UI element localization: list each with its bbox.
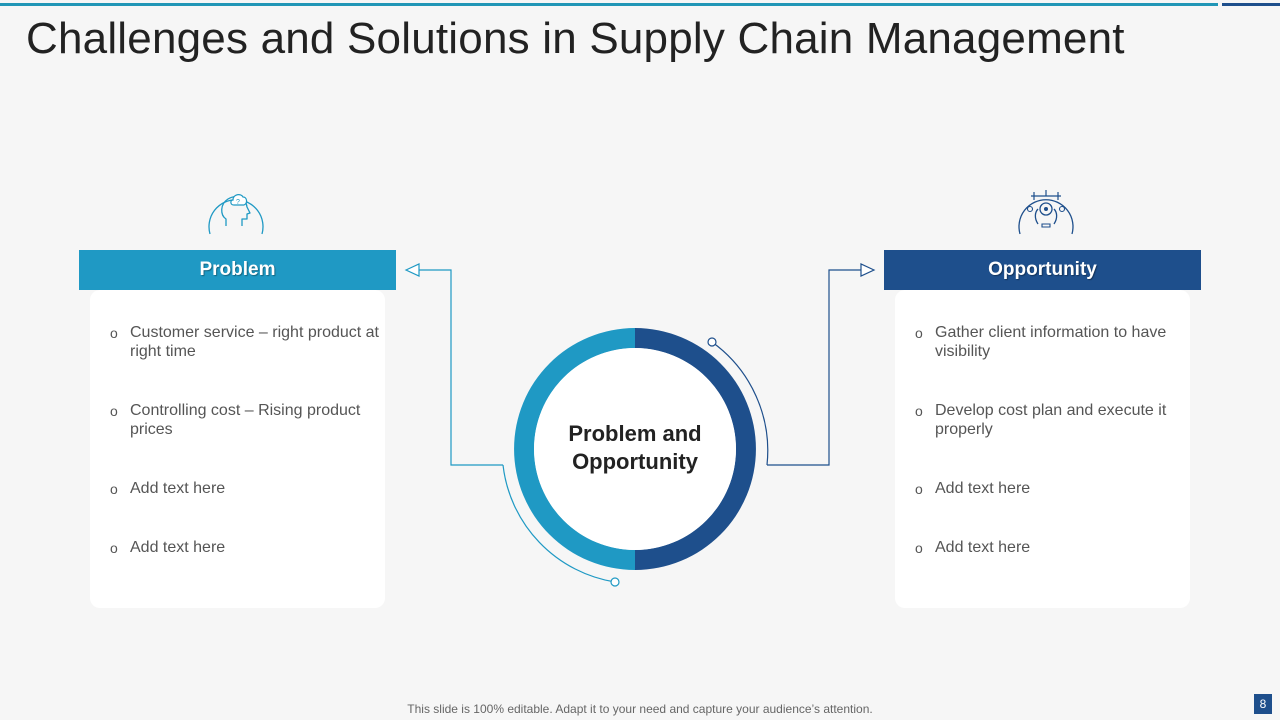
opportunity-item: Add text here (915, 538, 1185, 558)
top-accent-line-dark (1222, 3, 1280, 6)
right-thin-arc (711, 341, 769, 466)
svg-text:?: ? (236, 199, 240, 206)
opportunity-header: Opportunity (884, 250, 1201, 290)
ring-left-half (514, 328, 635, 570)
problem-header: Problem (79, 250, 396, 290)
right-connector-line (767, 269, 862, 466)
opportunity-item: Gather client information to have visibi… (915, 323, 1185, 361)
opportunity-item: Add text here (915, 479, 1185, 499)
left-thin-arc (502, 464, 616, 583)
head-gears-icon (1016, 182, 1076, 238)
problem-item: Controlling cost – Rising product prices (110, 401, 380, 439)
problem-item: Add text here (110, 538, 380, 558)
footer-note: This slide is 100% editable. Adapt it to… (407, 702, 873, 716)
right-arrowhead (860, 263, 876, 277)
right-arc-dot (707, 337, 717, 347)
left-arc-dot (610, 577, 620, 587)
problem-item: Add text here (110, 479, 380, 499)
page-title: Challenges and Solutions in Supply Chain… (26, 14, 1125, 63)
head-question-icon: ? (206, 182, 266, 238)
left-connector-line (418, 269, 503, 466)
page-number: 8 (1254, 694, 1272, 714)
left-arrowhead (404, 263, 420, 277)
opportunity-item: Develop cost plan and execute it properl… (915, 401, 1185, 439)
center-circle (534, 348, 736, 550)
center-label: Problem and Opportunity (568, 421, 702, 474)
top-accent-line (0, 3, 1218, 6)
ring-right-half (635, 328, 756, 570)
problem-item: Customer service – right product at righ… (110, 323, 380, 361)
